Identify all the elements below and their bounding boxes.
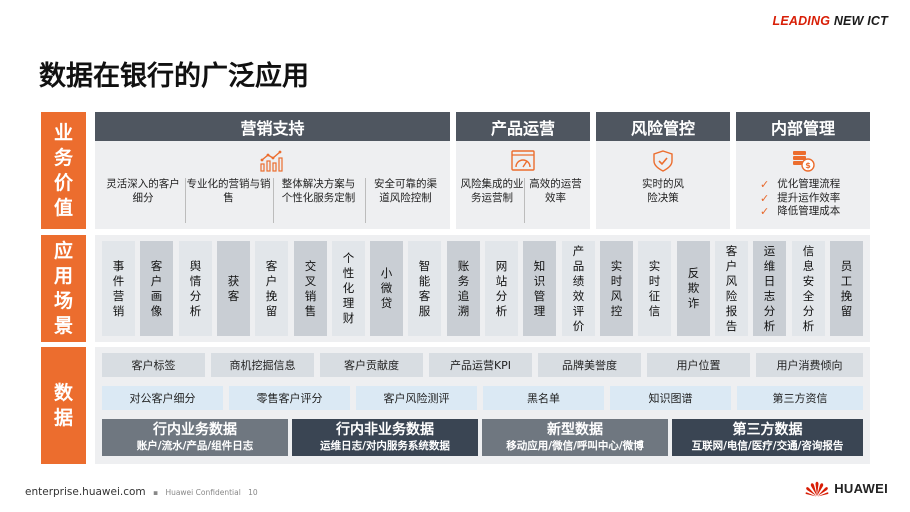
data-source-third-party: 第三方数据 互联网/电信/医疗/交通/咨询报告 bbox=[672, 419, 863, 456]
header-product: 产品运营 bbox=[456, 112, 590, 141]
data-chip: 商机挖掘信息 bbox=[211, 353, 314, 377]
scenario-tile: 客户风险报告 bbox=[715, 241, 748, 336]
gauge-icon bbox=[511, 150, 535, 171]
value-item: 整体解决方案与个性化服务定制 bbox=[273, 178, 363, 223]
internal-value-list: ✓优化管理流程 ✓提升运作效率 ✓降低管理成本 bbox=[760, 178, 840, 219]
footer-site: enterprise.huawei.com bbox=[25, 486, 146, 498]
data-chip: 客户贡献度 bbox=[320, 353, 423, 377]
footer-separator: ▪ bbox=[153, 488, 159, 497]
huawei-logo: HUAWEI bbox=[804, 478, 888, 498]
scenario-tile: 智能客服 bbox=[408, 241, 441, 336]
list-item: ✓提升运作效率 bbox=[760, 191, 841, 205]
footer-confidential: Huawei Confidential bbox=[165, 488, 241, 497]
scenario-tile: 网站分析 bbox=[485, 241, 518, 336]
scenario-tile: 小微贷 bbox=[370, 241, 403, 336]
value-item: 风险集成的业务运营制 bbox=[460, 178, 524, 204]
scenario-tile: 个性化理财 bbox=[332, 241, 365, 336]
side-label-data: 数据 bbox=[41, 347, 86, 464]
list-item: ✓降低管理成本 bbox=[760, 205, 841, 218]
huawei-flower-icon bbox=[805, 481, 829, 497]
header-internal: 内部管理 bbox=[736, 112, 870, 141]
value-item: 专业化的营销与销售 bbox=[185, 178, 271, 223]
data-source-internal-nonbusiness: 行内非业务数据 运维日志/对内服务系统数据 bbox=[292, 419, 478, 456]
data-chip: 客户风险测评 bbox=[356, 386, 477, 410]
panel-risk: 实时的风险决策 bbox=[596, 141, 730, 229]
check-icon: ✓ bbox=[760, 178, 770, 191]
scenario-tile: 反欺诈 bbox=[677, 241, 710, 336]
scenario-tile: 知识管理 bbox=[523, 241, 556, 336]
scenario-tile: 实时风控 bbox=[600, 241, 633, 336]
data-chip: 对公客户细分 bbox=[102, 386, 223, 410]
scenario-tile: 事件营销 bbox=[102, 241, 135, 336]
scenario-tile: 实时征信 bbox=[638, 241, 671, 336]
side-label-scenarios: 应用场景 bbox=[41, 235, 86, 342]
scenario-tile: 舆情分析 bbox=[179, 241, 212, 336]
brand-slogan: LEADING NEW ICT bbox=[772, 14, 888, 28]
panel-internal: $ ✓优化管理流程 ✓提升运作效率 ✓降低管理成本 bbox=[736, 141, 870, 229]
data-chip: 知识图谱 bbox=[610, 386, 731, 410]
data-chip: 客户标签 bbox=[102, 353, 205, 377]
panel-marketing: 灵活深入的客户细分 专业化的营销与销售 整体解决方案与个性化服务定制 安全可靠的… bbox=[95, 141, 450, 229]
scenario-tile: 交叉销售 bbox=[294, 241, 327, 336]
footer-page-number: 10 bbox=[248, 488, 258, 497]
scenarios-panel: 事件营销 客户画像 舆情分析 获客 客户挽留 交叉销售 个性化理财 小微贷 智能… bbox=[95, 235, 870, 342]
data-chip: 品牌美誉度 bbox=[538, 353, 641, 377]
check-icon: ✓ bbox=[760, 205, 770, 218]
data-chip: 用户消费倾向 bbox=[756, 353, 863, 377]
scenario-tile: 客户画像 bbox=[140, 241, 173, 336]
header-marketing: 营销支持 bbox=[95, 112, 450, 141]
data-chip: 产品运营KPI bbox=[429, 353, 532, 377]
scenario-tile: 运维日志分析 bbox=[753, 241, 786, 336]
scenario-tile: 客户挽留 bbox=[255, 241, 288, 336]
bar-chart-icon bbox=[260, 150, 283, 172]
scenario-tile: 账务追溯 bbox=[447, 241, 480, 336]
header-risk: 风险管控 bbox=[596, 112, 730, 141]
side-label-value: 业务价值 bbox=[41, 112, 86, 229]
data-chip: 用户位置 bbox=[647, 353, 750, 377]
scenario-tile: 员工挽留 bbox=[830, 241, 863, 336]
page-title: 数据在银行的广泛应用 bbox=[39, 61, 309, 92]
panel-product: 风险集成的业务运营制 高效的运营效率 bbox=[456, 141, 590, 229]
shield-check-icon bbox=[653, 150, 673, 172]
value-item: 安全可靠的渠道风险控制 bbox=[365, 178, 445, 223]
value-item: 实时的风险决策 bbox=[642, 178, 684, 204]
scenario-tile: 信息安全分析 bbox=[792, 241, 825, 336]
data-chip: 第三方资信 bbox=[737, 386, 863, 410]
value-item: 高效的运营效率 bbox=[524, 178, 586, 223]
data-panel: 客户标签 商机挖掘信息 客户贡献度 产品运营KPI 品牌美誉度 用户位置 用户消… bbox=[95, 347, 870, 464]
list-item: ✓优化管理流程 bbox=[760, 178, 841, 191]
scenario-tile: 获客 bbox=[217, 241, 250, 336]
data-source-internal-business: 行内业务数据 账户/流水/产品/组件日志 bbox=[102, 419, 288, 456]
check-icon: ✓ bbox=[760, 191, 770, 205]
data-chip: 零售客户评分 bbox=[229, 386, 350, 410]
scenario-tile: 产品绩效评价 bbox=[562, 241, 595, 336]
value-item: 灵活深入的客户细分 bbox=[106, 178, 180, 204]
data-source-new: 新型数据 移动应用/微信/呼叫中心/微博 bbox=[482, 419, 668, 456]
svg-text:$: $ bbox=[805, 161, 811, 170]
footer: enterprise.huawei.com ▪ Huawei Confident… bbox=[25, 486, 258, 498]
data-chip: 黑名单 bbox=[483, 386, 604, 410]
coin-stack-icon: $ bbox=[793, 151, 815, 172]
